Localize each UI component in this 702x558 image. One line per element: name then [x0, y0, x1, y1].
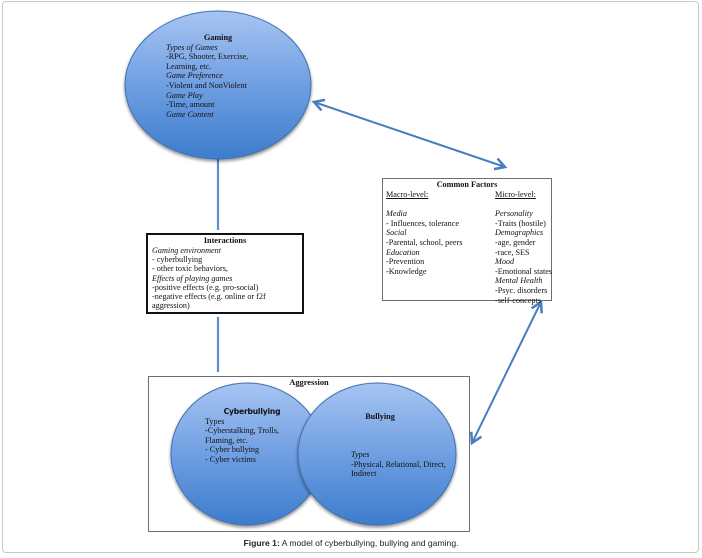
interactions-lines: Gaming environment- cyberbullying- other…: [152, 246, 266, 310]
list-line: -negative effects (e.g. online or f2f: [152, 292, 266, 302]
list-line: -Violent and NonViolent: [166, 80, 247, 90]
list-line: Types: [205, 416, 225, 426]
micro-level-column: Micro-level: Personality-Traits (hostile…: [495, 190, 552, 305]
list-line: -Emotional states: [495, 266, 553, 276]
list-line: aggression): [152, 301, 190, 311]
list-line: -Time, amount: [166, 100, 215, 110]
list-line: -Traits (hostile): [495, 218, 546, 228]
section-label: Game Content: [166, 109, 214, 119]
figure-caption: Figure 1: A model of cyberbullying, bull…: [0, 538, 702, 548]
list-line: -Cyberstalking, Trolls,: [205, 426, 279, 436]
figure-caption-text: A model of cyberbullying, bullying and g…: [279, 538, 459, 548]
section-label: Mood: [495, 257, 515, 267]
section-label: Types: [351, 450, 370, 459]
section-label: Education: [386, 247, 420, 257]
list-line: -Prevention: [386, 257, 425, 267]
micro-level-lines: Personality-Traits (hostile)Demographics…: [495, 200, 552, 306]
list-line: -Physical, Relational, Direct,: [351, 459, 446, 469]
bullying-node: Bullying: [348, 412, 410, 422]
gaming-title: Gaming: [203, 33, 233, 42]
list-line: - Cyber victims: [205, 454, 256, 464]
micro-level-heading: Micro-level:: [495, 190, 536, 199]
list-line: - Cyber bullying: [205, 445, 260, 455]
section-label: Effects of playing games: [152, 273, 233, 283]
section-label: Social: [386, 228, 407, 238]
list-line: -Psyc. disorders: [495, 285, 548, 295]
common-factors-title: Common Factors: [436, 180, 498, 189]
macro-level-column: Macro-level: Media- Influences, toleranc…: [386, 190, 462, 276]
list-line: - Influences, tolerance: [386, 218, 459, 228]
cyberbullying-lines: Types-Cyberstalking, Trolls,Flaming, etc…: [205, 417, 297, 465]
list-line: -Parental, school, peers: [386, 237, 463, 247]
section-label: Mental Health: [495, 276, 543, 286]
arrow-common-factors-aggression: [470, 299, 543, 446]
section-label: Demographics: [495, 228, 544, 238]
aggression-box: Aggression: [148, 376, 470, 532]
list-line: Flaming, etc.: [205, 435, 248, 445]
list-line: -positive effects (e.g. pro-social): [152, 282, 259, 292]
interactions-title: Interactions: [203, 236, 247, 245]
common-factors-box: Common Factors Macro-level: Media- Influ…: [382, 178, 552, 305]
list-line: [495, 200, 552, 210]
list-line: -Knowledge: [386, 266, 427, 276]
section-label: Gaming environment: [152, 246, 222, 255]
list-line: - other toxic behaviors,: [152, 264, 228, 274]
list-line: [386, 200, 462, 210]
aggression-title: Aggression: [289, 378, 329, 387]
gaming-ellipse: [124, 10, 312, 160]
bullying-lines: Types-Physical, Relational, Direct,Indir…: [351, 450, 446, 479]
macro-level-heading: Macro-level:: [386, 190, 429, 199]
list-line: -self-concepts: [495, 295, 541, 305]
cyberbullying-node: Cyberbullying Types-Cyberstalking, Troll…: [205, 407, 297, 465]
section-label: Game Preference: [166, 71, 223, 81]
bullying-ellipse: [297, 382, 457, 526]
section-label: Types of Games: [166, 42, 218, 52]
gaming-node: Gaming Types of Games-RPG, Shooter, Exer…: [166, 33, 296, 119]
section-label: Media: [386, 209, 407, 219]
section-label: Game Play: [166, 90, 203, 100]
bullying-title: Bullying: [365, 412, 395, 421]
list-line: -RPG, Shooter, Exercise,: [166, 52, 249, 62]
gaming-lines: Types of Games-RPG, Shooter, Exercise,Le…: [166, 43, 296, 120]
section-label: Personality: [495, 209, 533, 219]
list-line: Indirect: [351, 469, 377, 479]
list-line: -age, gender: [495, 237, 536, 247]
list-line: Learning, etc.: [166, 61, 212, 71]
arrow-gaming-common-factors: [311, 98, 508, 171]
cyberbullying-title: Cyberbullying: [223, 407, 281, 416]
interactions-box: Interactions Gaming environment- cyberbu…: [146, 233, 304, 314]
list-line: - cyberbullying: [152, 255, 203, 265]
figure-caption-label: Figure 1:: [243, 538, 280, 548]
list-line: -race, SES: [495, 247, 530, 257]
